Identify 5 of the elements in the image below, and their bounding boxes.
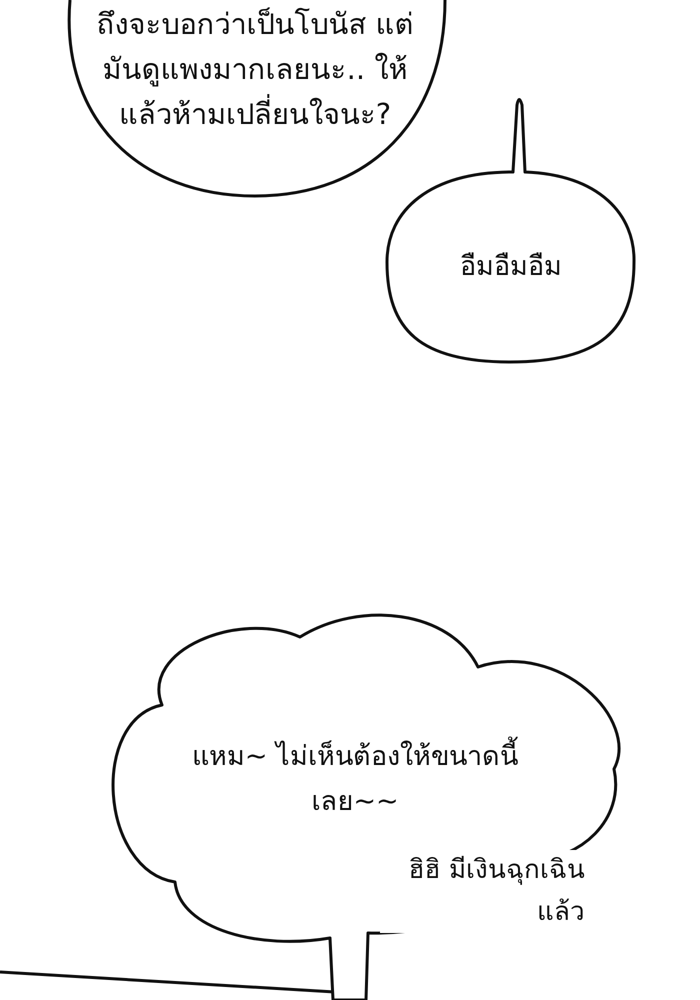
speech-bubble: [68, 0, 448, 198]
dialogue-text: อืมอืมอืม: [459, 250, 563, 284]
dialogue-text: ฮิฮิ มีเงินฉุกเฉินแล้ว: [380, 850, 585, 934]
dialogue-text: ถึงจะบอกว่าเป็นโบนัส แต่มันดูแพงมากเลยนะ.. ให้แล้วห้ามเปลี่ยนใจนะ?: [95, 6, 415, 133]
dialogue-text: แหม~ ไม่เห็นต้องให้ขนาดนี้เลย~~: [160, 735, 550, 824]
